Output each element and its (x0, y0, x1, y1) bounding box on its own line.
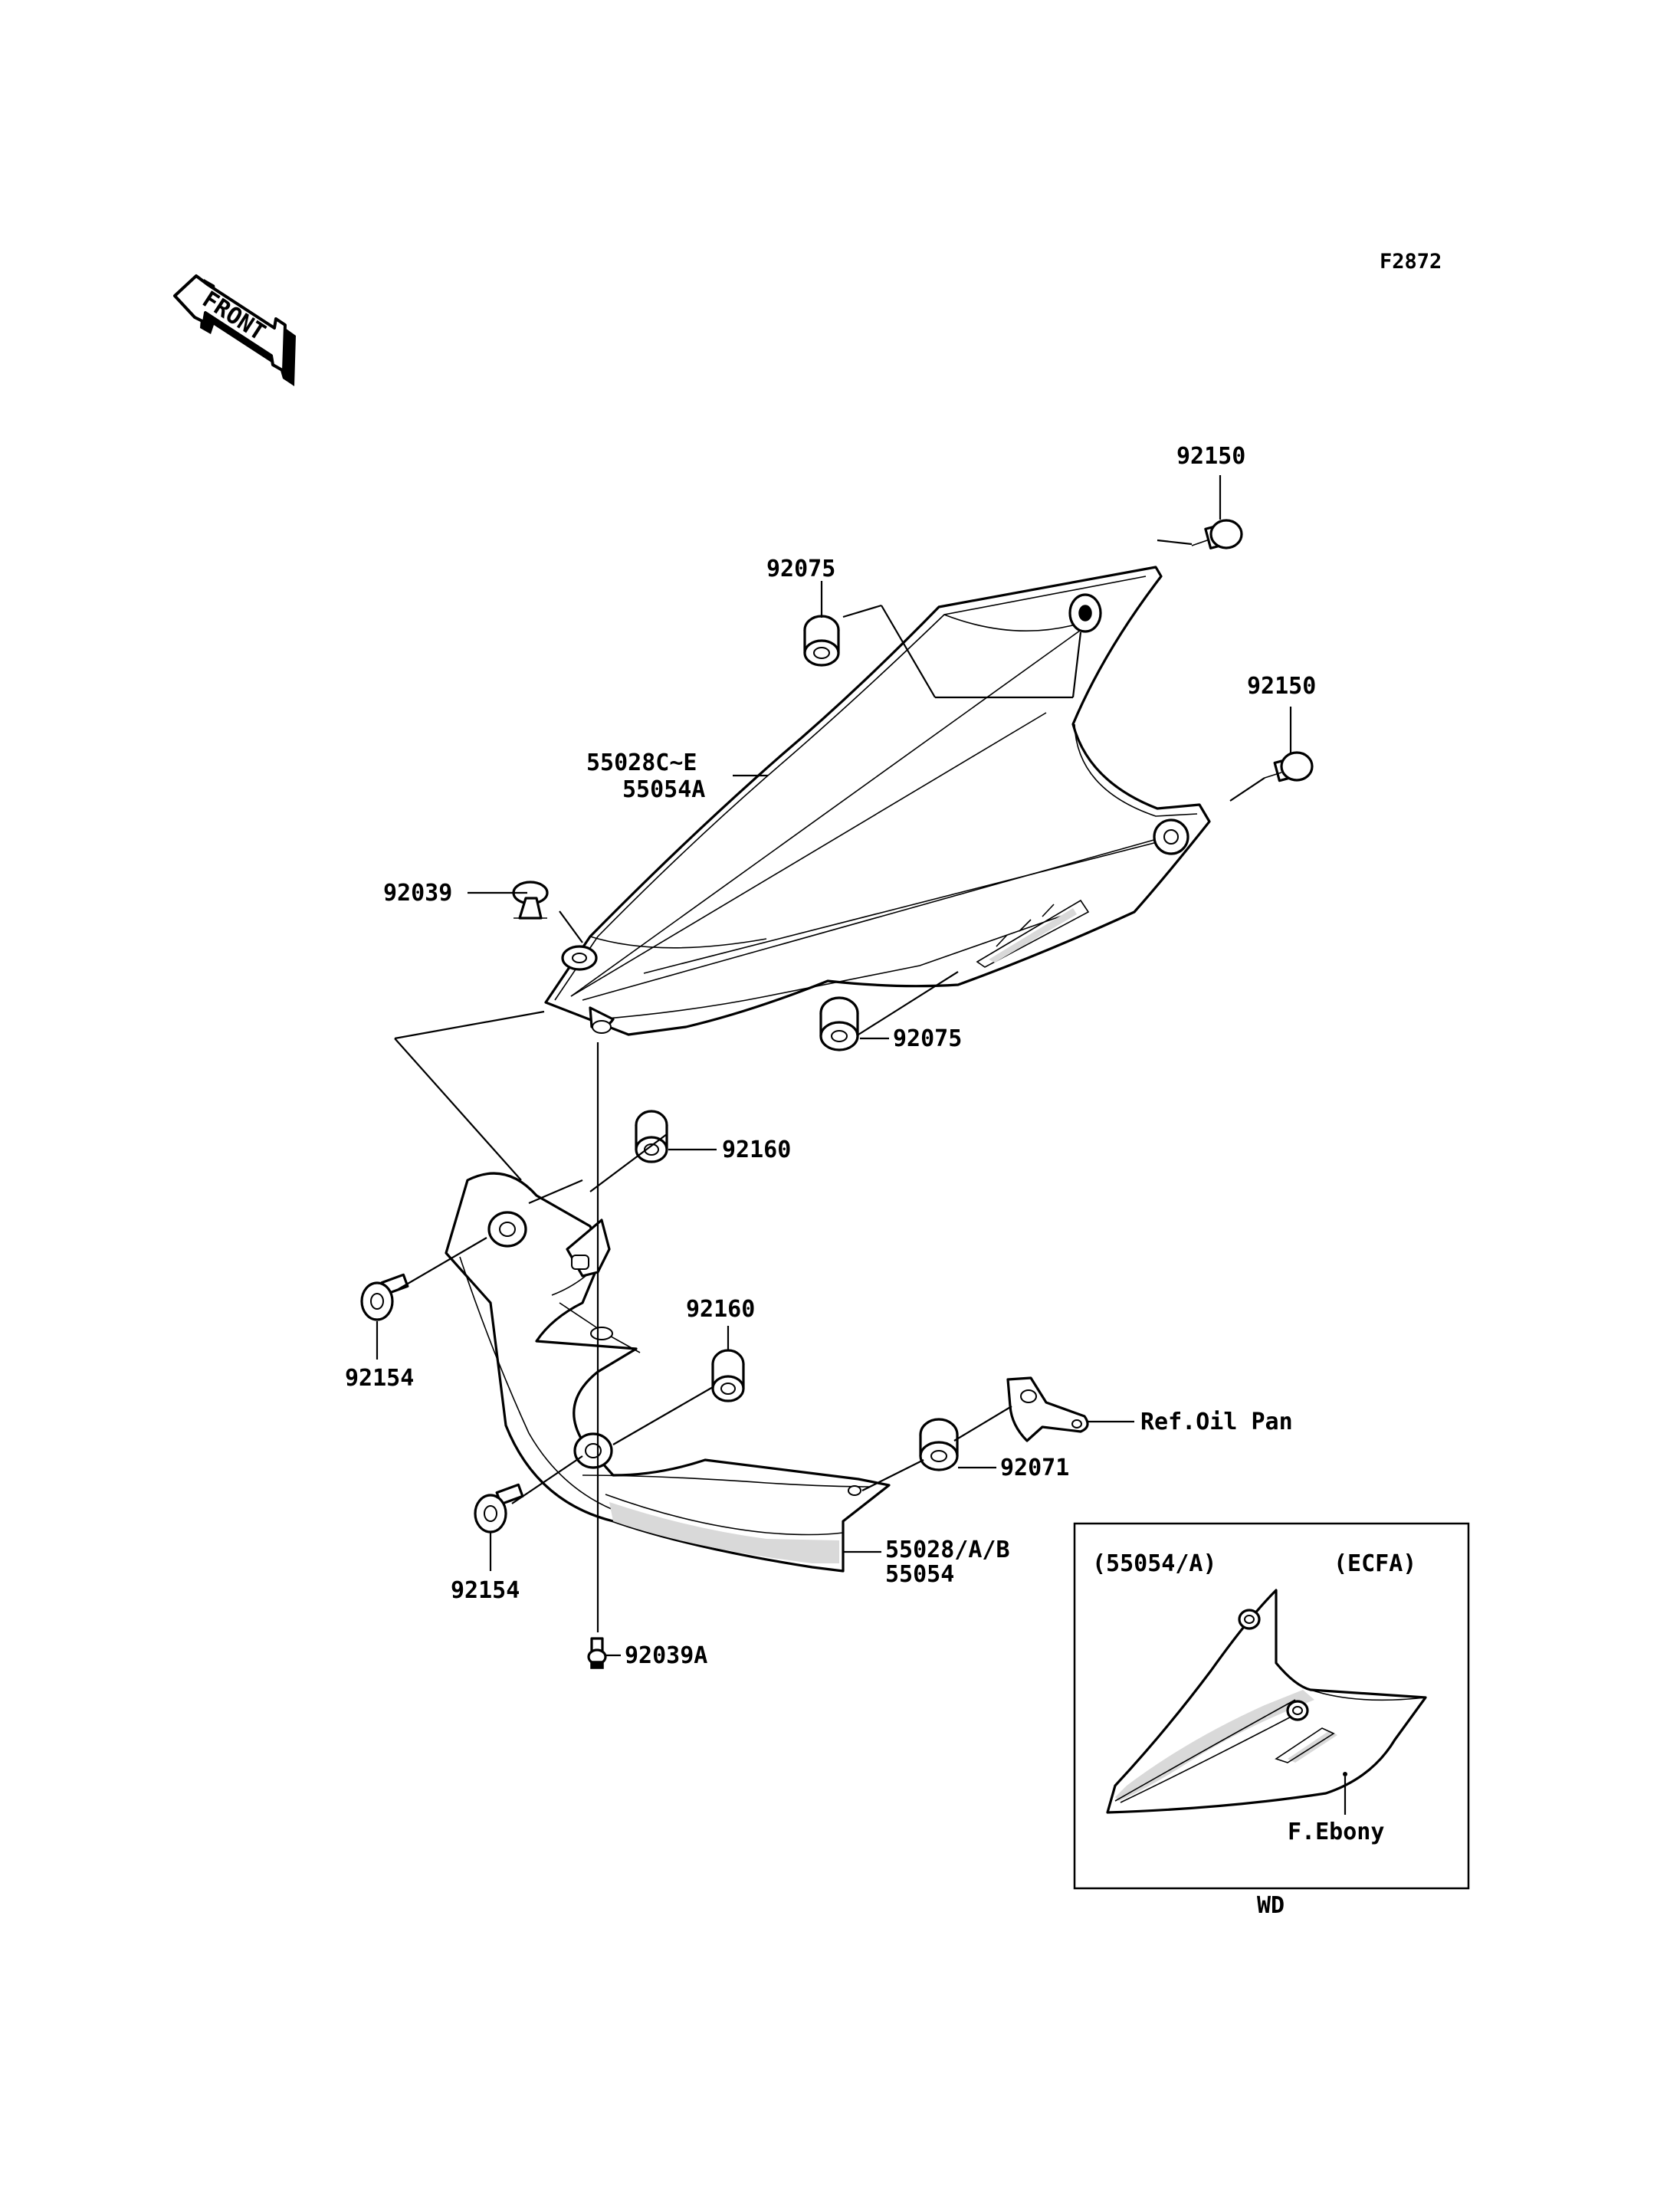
pin-92039a-icon (587, 1637, 607, 1669)
callout-55028-a-b: 55028/A/B (885, 1537, 1010, 1563)
inset-region-label: (ECFA) (1334, 1550, 1416, 1577)
callout-92160-mid: 92160 (686, 1296, 755, 1323)
inset-variant-box: (55054/A) (ECFA) F.Ebony (1073, 1522, 1470, 1890)
screw-92150-top-icon (1191, 519, 1243, 549)
inset-part-label: (55054/A) (1092, 1550, 1217, 1577)
callout-92075-top: 92075 (766, 556, 835, 582)
callout-92150-top: 92150 (1176, 443, 1245, 470)
figure-code: F2872 (1380, 250, 1442, 274)
screw-92150-right-icon (1264, 751, 1314, 782)
callout-92039: 92039 (383, 880, 452, 907)
grommet-92075-top-icon (803, 615, 840, 667)
inset-caption: WD (1257, 1892, 1285, 1919)
callout-55054: 55054 (885, 1561, 954, 1588)
callout-labels: 92150 92075 92150 55028C~E 55054A 92039 … (345, 443, 1316, 1669)
callout-92075-mid: 92075 (893, 1025, 962, 1052)
callout-92154-bottom: 92154 (451, 1577, 520, 1604)
callout-92154-left: 92154 (345, 1365, 414, 1392)
callout-92071: 92071 (1000, 1455, 1069, 1481)
collar-92160-mid-icon (711, 1349, 745, 1402)
inset-cowl-drawing (1106, 1589, 1427, 1815)
callout-55054a: 55054A (622, 776, 705, 803)
collar-92160-top-icon (635, 1110, 668, 1163)
front-arrow-icon: FRONT (173, 274, 296, 386)
inset-color-label: F.Ebony (1288, 1819, 1384, 1845)
callout-92039a: 92039A (625, 1642, 707, 1669)
grommet-92071-icon (919, 1418, 959, 1471)
leader-lines (376, 475, 1292, 1657)
grommet-92075-mid-icon (819, 996, 859, 1051)
callout-92160-top: 92160 (722, 1137, 791, 1163)
clip-92039-icon (512, 881, 549, 920)
screw-92154-bottom-icon (474, 1483, 524, 1533)
oil-pan-bracket-icon (1006, 1376, 1089, 1442)
upper-side-cowl (544, 566, 1211, 1036)
callout-55028c-e: 55028C~E (586, 750, 697, 776)
lower-side-cowl (445, 1172, 891, 1573)
callout-92150-right: 92150 (1247, 673, 1316, 700)
callout-ref-oil-pan: Ref.Oil Pan (1140, 1409, 1293, 1435)
screw-92154-left-icon (360, 1273, 409, 1321)
